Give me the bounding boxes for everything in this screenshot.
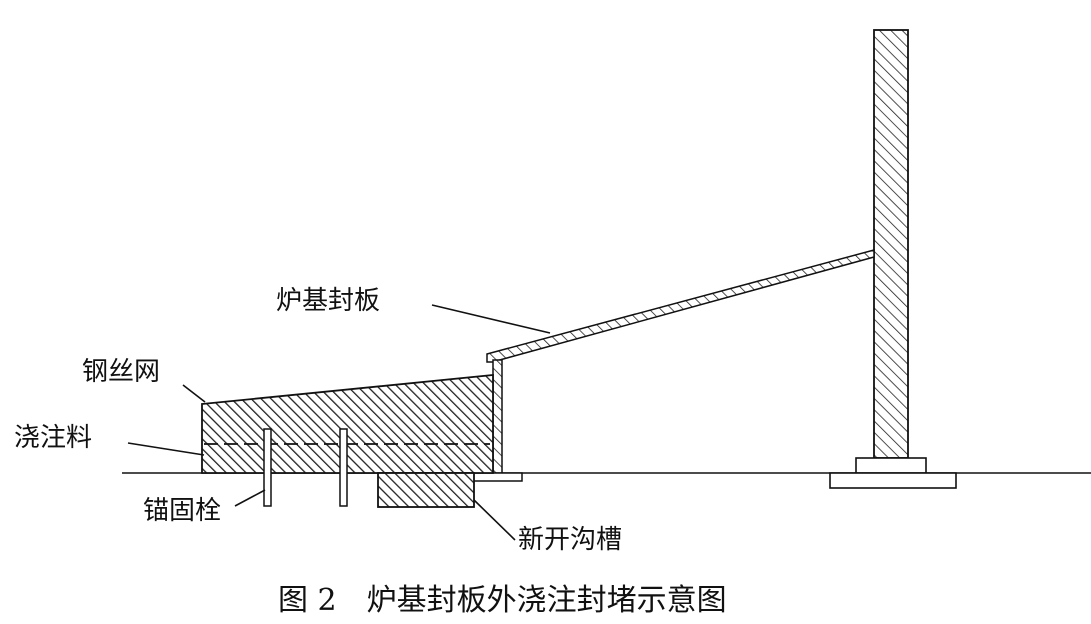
anchor-bolt-2 bbox=[339, 428, 348, 507]
column-footing-lower bbox=[829, 472, 957, 489]
anchor-bolt-1 bbox=[263, 428, 272, 507]
base-plate bbox=[469, 472, 523, 482]
figure-caption: 图 2 炉基封板外浇注封堵示意图 bbox=[278, 583, 727, 618]
label-new-trench: 新开沟槽 bbox=[518, 525, 622, 555]
seal-plate bbox=[486, 249, 875, 363]
new-trench-fill bbox=[377, 472, 475, 508]
vertical-post bbox=[492, 359, 503, 474]
leader-seal-plate bbox=[431, 304, 551, 334]
label-castable: 浇注料 bbox=[14, 423, 92, 453]
leader-trench bbox=[473, 499, 516, 541]
label-seal-plate: 炉基封板 bbox=[276, 286, 380, 316]
leader-castable bbox=[127, 442, 205, 456]
column bbox=[873, 29, 909, 459]
castable-block bbox=[201, 374, 494, 474]
label-anchor-bolt: 锚固栓 bbox=[143, 496, 221, 526]
label-wire-mesh: 钢丝网 bbox=[82, 357, 160, 387]
leader-anchor-bolt bbox=[234, 489, 266, 507]
leader-wire-mesh bbox=[182, 384, 206, 403]
column-footing-upper bbox=[855, 457, 927, 474]
